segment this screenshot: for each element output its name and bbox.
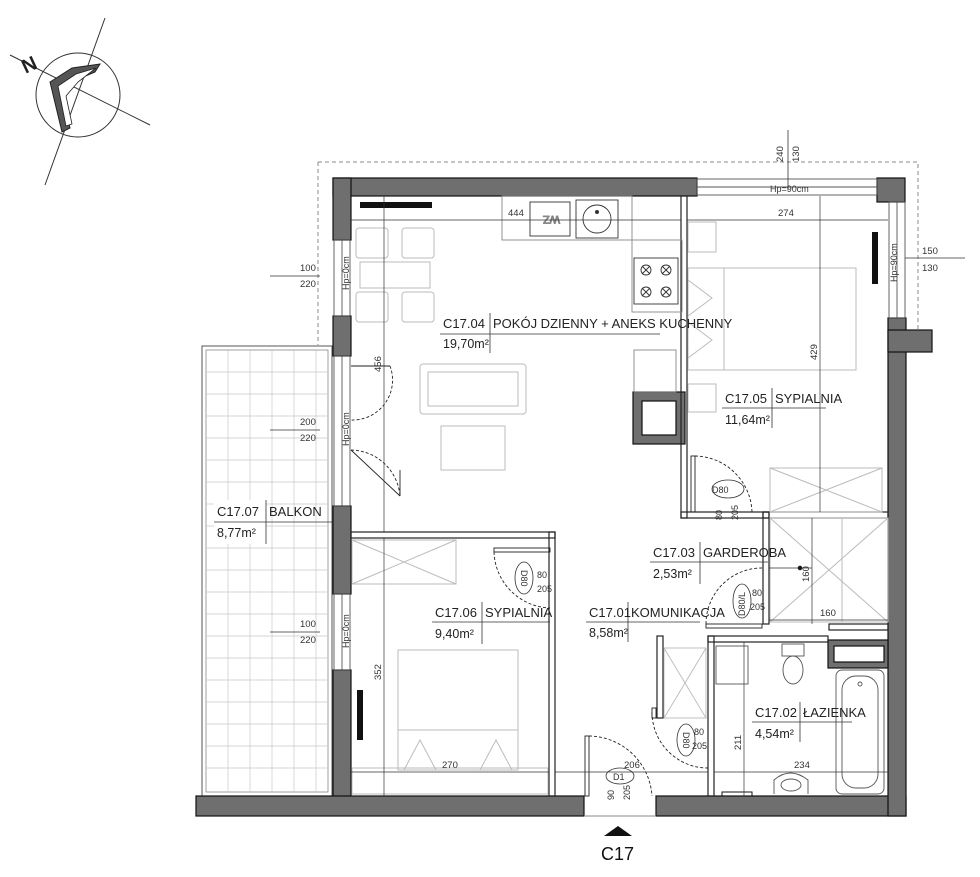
room-id: C17.01: [589, 605, 631, 620]
room-id: C17.04: [443, 316, 485, 331]
door-3-h: 205: [750, 602, 765, 612]
door-3-w: 80: [752, 588, 762, 598]
washer-label: WZ: [543, 213, 560, 225]
room-id: C17.05: [725, 391, 767, 406]
room-area: 9,40m²: [435, 627, 474, 641]
room-label-c1705: C17.05 SYPIALNIA 11,64m²: [722, 388, 843, 428]
window-5-top: 150: [922, 246, 938, 257]
compass-north-label: N: [18, 52, 40, 78]
dim-bed1-width: 274: [778, 208, 794, 219]
dim-hall-width: 206: [624, 760, 640, 771]
room-area: 2,53m²: [653, 567, 692, 581]
window-3-top: 100: [300, 619, 316, 630]
toilet-icon: [781, 643, 805, 685]
room-label-c1703: C17.03 GARDEROBA 2,53m²: [650, 542, 786, 584]
door-2-label: D80: [519, 570, 529, 587]
door-tags: D80 80 205 D80 80 205 D80/L 80 205 D80 8…: [514, 479, 765, 800]
partition-walls: [350, 195, 889, 797]
sink-icon: [582, 204, 612, 234]
bathroom-fixtures: [663, 643, 885, 795]
entrance-arrow-icon: [604, 826, 632, 836]
door-1-label: D80: [712, 485, 729, 495]
window-2-hp: Hp=0cm: [341, 412, 351, 446]
window-4-bottom: 130: [791, 146, 802, 162]
dim-ward-width: 160: [820, 608, 836, 619]
dim-bed1-depth: 429: [809, 344, 820, 360]
dim-living-depth: 456: [373, 356, 384, 372]
washbasin-icon: [773, 772, 809, 794]
door-1-h: 205: [730, 505, 740, 520]
room-area: 11,64m²: [725, 413, 770, 427]
kitchen: WZ: [501, 195, 683, 393]
window-1-bottom: 220: [300, 279, 316, 290]
dim-bed2-width: 270: [442, 760, 458, 771]
room-label-c1701: C17.01 KOMUNIKACJA 8,58m²: [586, 602, 725, 642]
radiators: [357, 202, 878, 797]
window-3-hp: Hp=0cm: [341, 614, 351, 648]
room-label-c1706: C17.06 SYPIALNIA 9,40m²: [432, 602, 553, 644]
windows: [333, 178, 906, 671]
bedroom-2-furniture: [351, 539, 549, 795]
room-id: C17.02: [755, 705, 797, 720]
room-label-c1704: C17.04 POKÓJ DZIENNY + ANEKS KUCHENNY 19…: [440, 313, 733, 353]
window-2-top: 200: [300, 417, 316, 428]
dim-bath-width: 234: [794, 760, 810, 771]
room-area: 8,77m²: [217, 526, 256, 540]
door-4-h: 205: [692, 741, 707, 751]
door-5-label: D1: [613, 772, 625, 782]
door-4-label: D80: [681, 732, 691, 749]
dim-bed2-depth: 352: [373, 664, 384, 680]
window-tags: 100 220 Hp=0cm 200 220 Hp=0cm 100 220 Hp…: [270, 130, 965, 648]
window-4-top: 240: [775, 146, 786, 162]
balcony: [201, 345, 333, 797]
cooktop-icon: [633, 257, 679, 305]
room-area: 4,54m²: [755, 727, 794, 741]
door-5-w: 90: [606, 790, 616, 800]
window-1-top: 100: [300, 263, 316, 274]
dimension-values: 444 274 456 429 352 270 206 234 211 160 …: [373, 208, 836, 771]
wardrobe-furniture: [769, 517, 889, 623]
north-compass-icon: N: [9, 17, 151, 186]
unit-code: C17: [601, 844, 634, 864]
room-name: ŁAZIENKA: [803, 705, 866, 720]
entrance-marker: C17: [601, 826, 634, 864]
dim-ward-depth: 160: [801, 566, 812, 582]
room-name: SYPIALNIA: [775, 391, 843, 406]
window-1-hp: Hp=0cm: [341, 256, 351, 290]
window-2-bottom: 220: [300, 433, 316, 444]
door-1-w: 80: [714, 510, 724, 520]
window-3-bottom: 220: [300, 635, 316, 646]
door-2-w: 80: [537, 570, 547, 580]
bedroom-1-furniture: [687, 221, 883, 513]
room-label-c1707: C17.07 BALKON 8,77m²: [214, 500, 332, 544]
room-name: SYPIALNIA: [485, 605, 553, 620]
door-3-label: D80/L: [737, 592, 747, 616]
window-5-hp: Hp=90cm: [889, 243, 899, 282]
room-id: C17.03: [653, 545, 695, 560]
dimension-lines: [351, 196, 888, 796]
washer: [529, 201, 571, 237]
window-4-hp: Hp=90cm: [770, 184, 809, 194]
room-id: C17.07: [217, 504, 259, 519]
room-name: POKÓJ DZIENNY + ANEKS KUCHENNY: [493, 316, 733, 331]
room-name: KOMUNIKACJA: [631, 605, 725, 620]
walls: [195, 177, 933, 817]
dim-bath-depth: 211: [733, 735, 744, 750]
room-id: C17.06: [435, 605, 477, 620]
doors: [350, 365, 763, 817]
window-5-bottom: 130: [922, 263, 938, 274]
door-2-h: 205: [537, 584, 552, 594]
room-area: 19,70m²: [443, 337, 489, 351]
room-area: 8,58m²: [589, 626, 628, 640]
room-name: BALKON: [269, 504, 322, 519]
door-5-h: 205: [622, 785, 632, 800]
room-label-c1702: C17.02 ŁAZIENKA 4,54m²: [752, 702, 866, 742]
room-name: GARDEROBA: [703, 545, 786, 560]
living-furniture: [355, 227, 527, 471]
bathtub-icon: [835, 669, 885, 795]
dim-living-width: 444: [508, 208, 524, 219]
door-4-w: 80: [694, 727, 704, 737]
